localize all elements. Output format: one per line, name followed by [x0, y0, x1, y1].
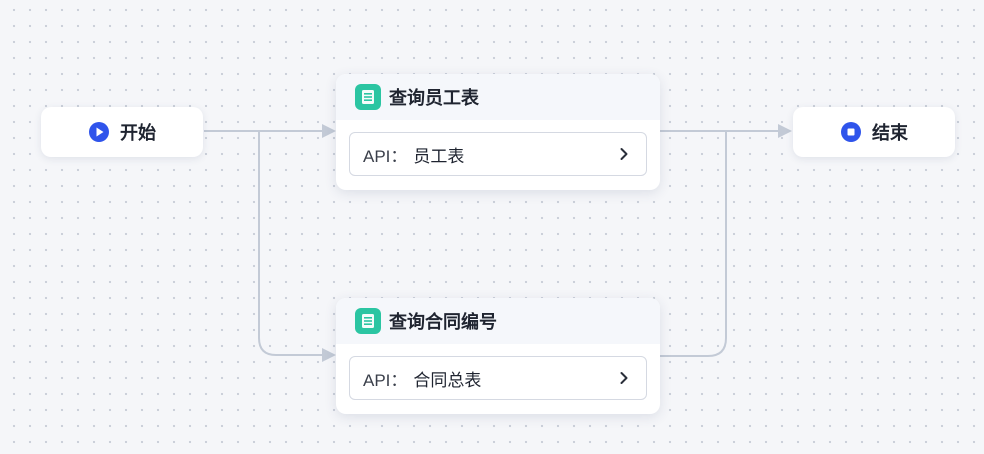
query-employee-node[interactable]: 查询员工表 API： 员工表 [336, 74, 660, 190]
edge-arrow-contract [322, 348, 336, 362]
query-contract-node[interactable]: 查询合同编号 API： 合同总表 [336, 298, 660, 414]
edge-contract-to-end [660, 131, 727, 357]
start-node-label: 开始 [120, 123, 156, 144]
query-employee-header: 查询员工表 [336, 74, 660, 120]
end-node[interactable]: 结束 [793, 107, 955, 157]
edge-arrow-end [778, 124, 792, 138]
api-prefix-label: API： [363, 146, 408, 166]
edge-start-to-contract [258, 131, 324, 356]
chevron-right-icon [616, 146, 632, 162]
api-prefix-label: API： [363, 370, 408, 390]
database-icon [355, 84, 381, 110]
query-contract-api-select[interactable]: API： 合同总表 [349, 356, 647, 400]
query-contract-title: 查询合同编号 [389, 312, 497, 333]
end-node-label: 结束 [872, 123, 908, 144]
start-node[interactable]: 开始 [41, 107, 203, 157]
query-employee-title: 查询员工表 [389, 88, 479, 109]
database-icon [355, 308, 381, 334]
query-employee-api-select[interactable]: API： 员工表 [349, 132, 647, 176]
stop-circle-icon [840, 121, 862, 143]
play-circle-icon [88, 121, 110, 143]
query-employee-api-value: 员工表 [413, 146, 465, 167]
query-contract-header: 查询合同编号 [336, 298, 660, 344]
chevron-right-icon [616, 370, 632, 386]
query-contract-api-value: 合同总表 [413, 370, 482, 391]
edge-arrow-employee [322, 124, 336, 138]
